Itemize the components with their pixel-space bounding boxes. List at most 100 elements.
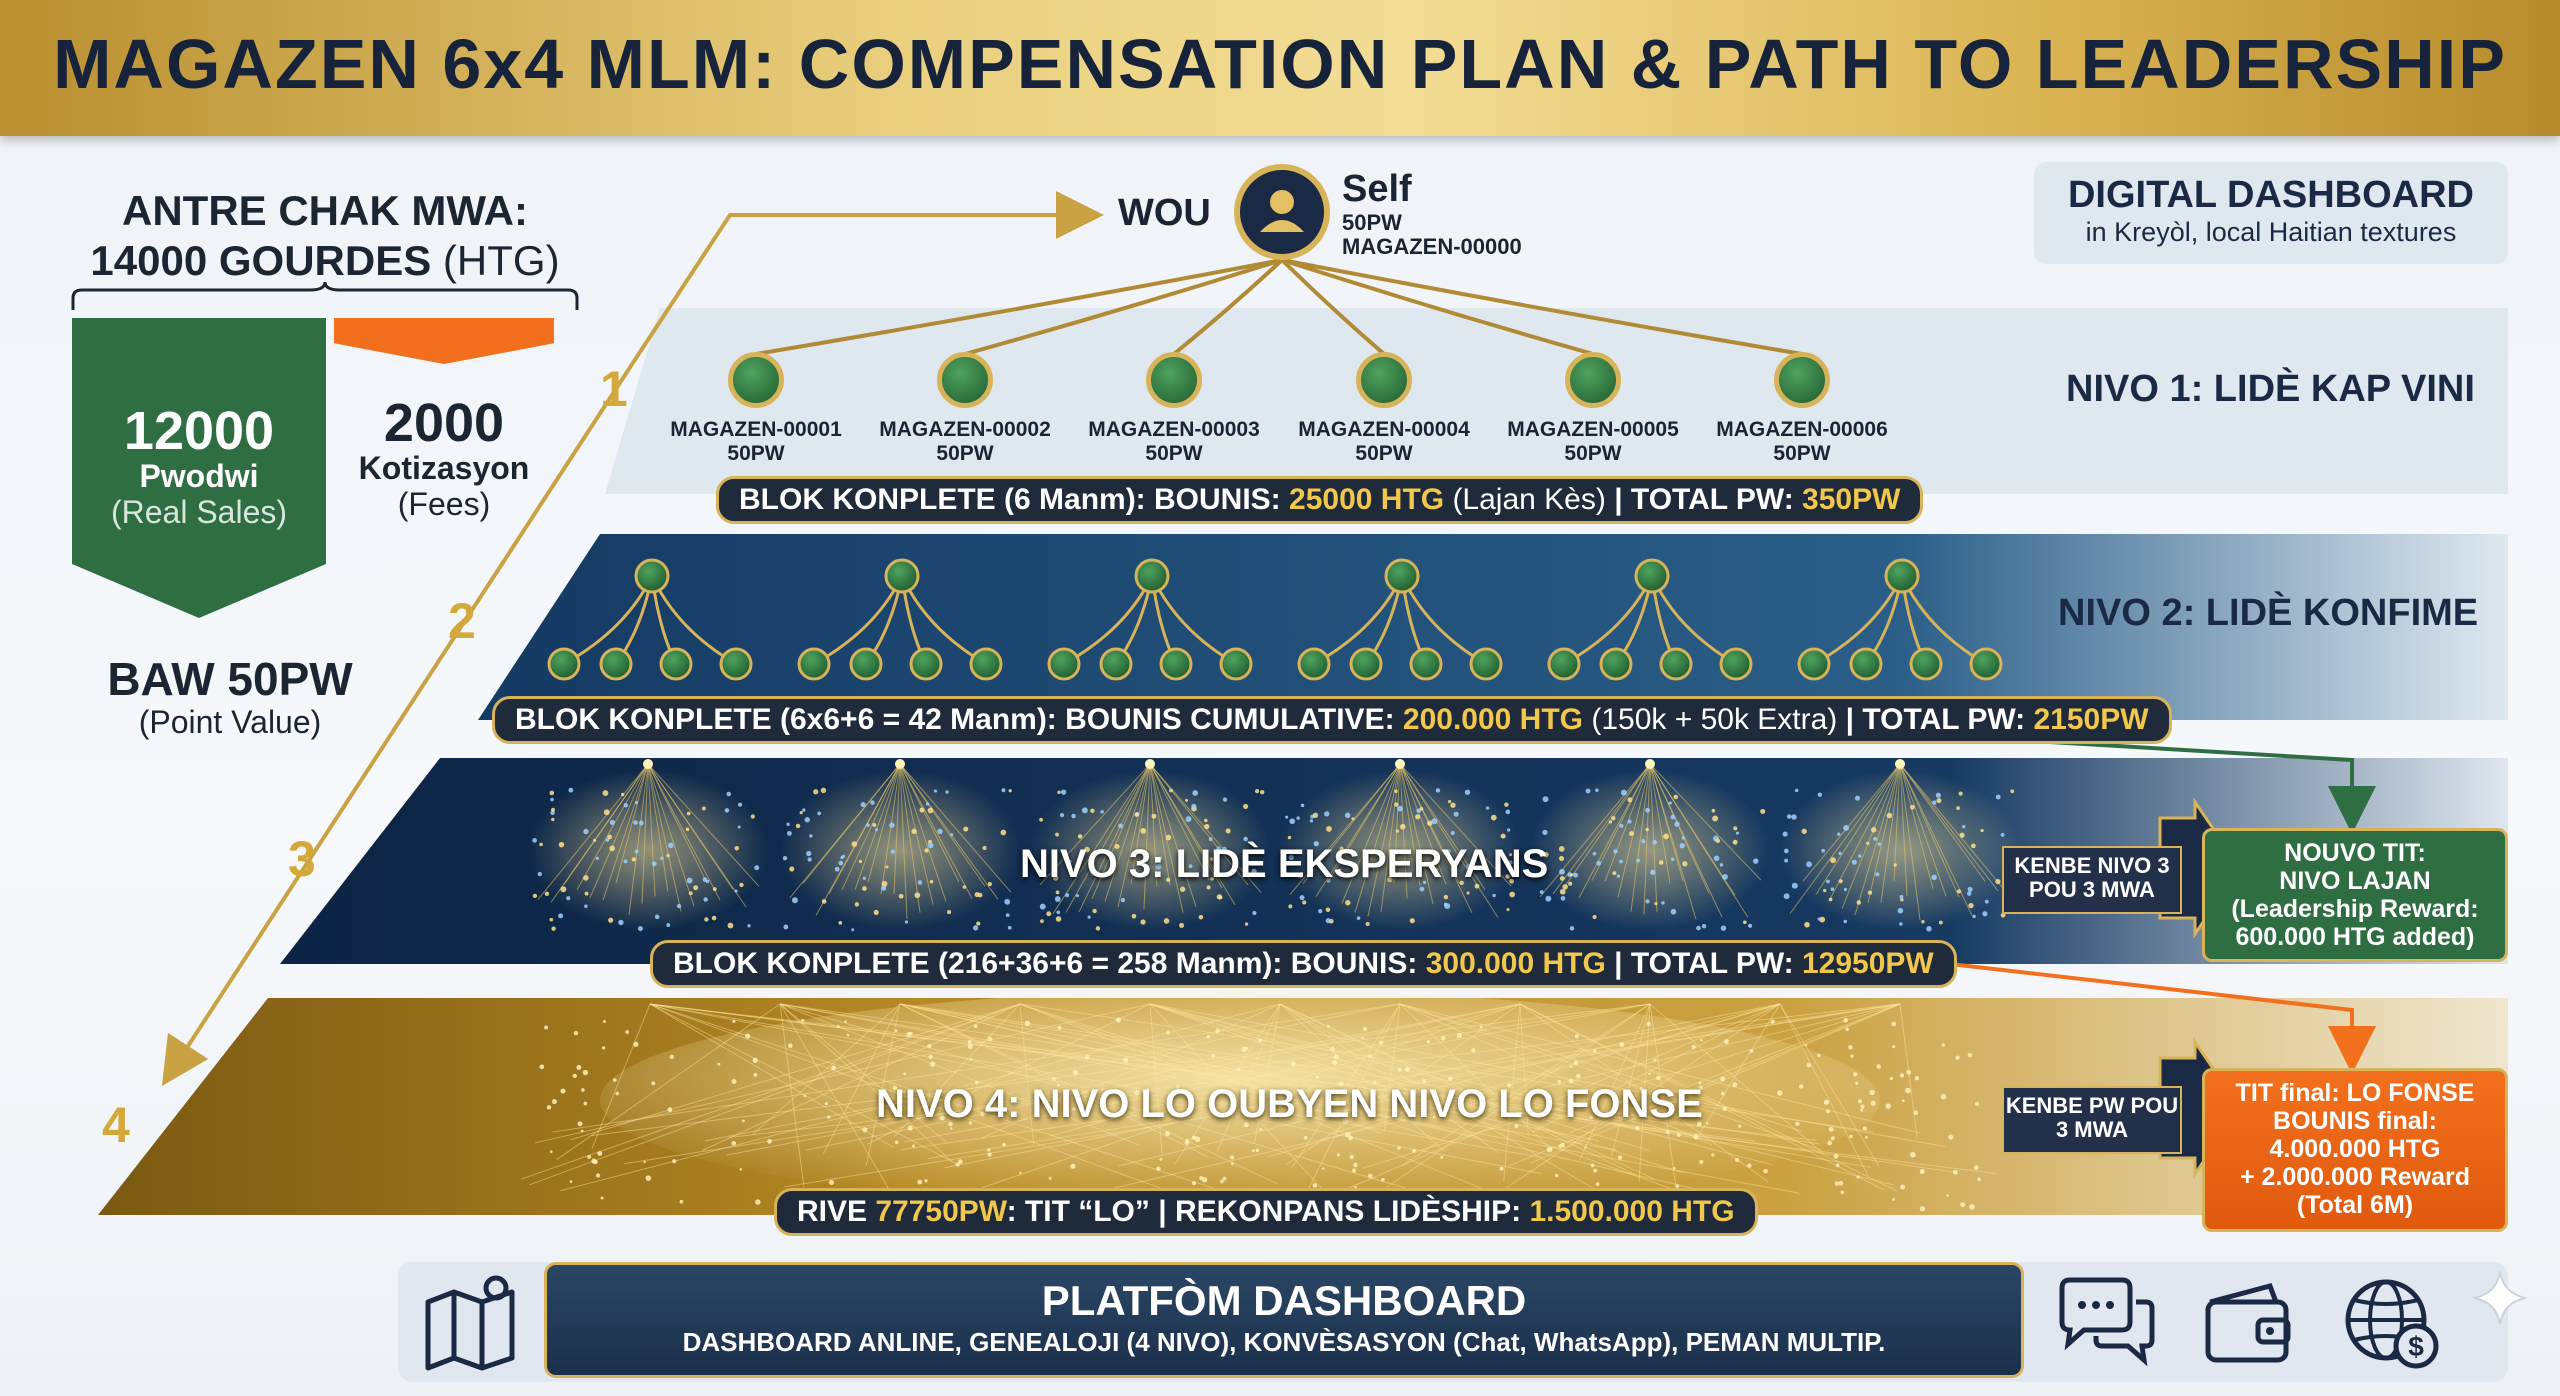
level3-spark bbox=[1059, 812, 1065, 818]
level4-strand bbox=[1268, 1003, 1781, 1158]
level3-spark bbox=[1252, 910, 1257, 916]
fees-note: (Fees) bbox=[397, 486, 491, 522]
level3-spark bbox=[1628, 831, 1634, 837]
level3-spark bbox=[870, 800, 875, 805]
level3-spark bbox=[1558, 846, 1565, 852]
wallet-icon[interactable] bbox=[2200, 1274, 2296, 1370]
level3-spark bbox=[933, 789, 938, 793]
level3-strand bbox=[1399, 763, 1473, 914]
level4-strand bbox=[1279, 1003, 1637, 1176]
level4-strand bbox=[779, 1003, 1800, 1194]
entry-bracket bbox=[71, 282, 579, 310]
level2-child-node bbox=[1469, 647, 1503, 681]
level4-spark bbox=[1648, 1072, 1651, 1076]
level3-spark bbox=[1313, 840, 1319, 847]
level4-spark bbox=[1479, 1025, 1483, 1029]
level3-spark bbox=[1559, 888, 1566, 895]
level4-spark bbox=[1850, 1054, 1854, 1058]
level4-strand bbox=[779, 1003, 1140, 1146]
level3-spark bbox=[1206, 885, 1211, 890]
level4-strand bbox=[1279, 1003, 1597, 1191]
level3-apex bbox=[1395, 759, 1405, 769]
level1-node-pw: 50PW bbox=[1773, 442, 1831, 465]
level3-strand bbox=[1899, 763, 1947, 897]
level2-child-node bbox=[1849, 647, 1883, 681]
level4-spark bbox=[1315, 1075, 1319, 1079]
level4-spark bbox=[1676, 1133, 1681, 1137]
level4-spark bbox=[1823, 1099, 1830, 1105]
level3-spark bbox=[1791, 814, 1797, 820]
level2-child-node bbox=[659, 647, 693, 681]
level4-strand bbox=[899, 1003, 1709, 1193]
level4-spark bbox=[613, 1078, 617, 1082]
level1-node-pw: 50PW bbox=[936, 442, 994, 465]
level3-spark bbox=[1830, 857, 1836, 864]
level3-spark bbox=[747, 924, 751, 928]
level3-spark bbox=[974, 892, 980, 898]
level4-spark bbox=[1024, 1020, 1031, 1026]
level4-spark bbox=[1870, 1100, 1876, 1106]
level3-spark bbox=[1837, 832, 1841, 836]
level1-node[interactable] bbox=[1774, 352, 1830, 408]
level4-reward: 1.500.000 HTG bbox=[1529, 1195, 1735, 1228]
platform-dashboard-panel[interactable]: PLATFÒM DASHBOARD DASHBOARD ANLINE, GENE… bbox=[544, 1262, 2024, 1378]
level3-strand bbox=[854, 763, 901, 890]
level4-label: NIVO 4: NIVO LO OUBYEN NIVO LO FONSE bbox=[876, 1082, 1703, 1126]
level3-spark bbox=[950, 833, 954, 837]
level3-spark bbox=[1508, 860, 1513, 865]
level4-spark bbox=[1855, 1081, 1859, 1085]
level3-spark bbox=[1509, 878, 1515, 884]
level4-strand bbox=[1695, 1003, 1781, 1140]
level3-spark bbox=[1838, 879, 1843, 884]
level4-strand bbox=[1049, 1003, 1521, 1137]
level4-strand bbox=[822, 1003, 901, 1155]
entry-cost-title: ANTRE CHAK MWA: 14000 GOURDES (HTG) bbox=[40, 186, 610, 286]
level3-strand bbox=[647, 763, 669, 892]
level4-strand bbox=[1149, 1003, 1675, 1191]
level3-spark bbox=[593, 838, 597, 842]
level3-spark bbox=[701, 806, 706, 811]
level3-spark bbox=[584, 904, 588, 909]
digital-dashboard-box: DIGITAL DASHBOARD in Kreyòl, local Haiti… bbox=[2034, 162, 2508, 264]
level1-node[interactable] bbox=[1356, 352, 1412, 408]
level3-strand bbox=[1899, 763, 2012, 899]
level3-strand bbox=[1399, 763, 1434, 905]
level3-strand bbox=[1399, 763, 1408, 899]
level3-spark bbox=[1474, 883, 1480, 889]
level3-spark bbox=[1843, 887, 1848, 892]
level3-strand bbox=[1854, 763, 1901, 916]
level3-spark bbox=[666, 853, 670, 858]
root-node[interactable] bbox=[1234, 164, 1330, 260]
level1-node[interactable] bbox=[1565, 352, 1621, 408]
level4-strand bbox=[1149, 1003, 1328, 1195]
reward4-line2: BOUNIS final: bbox=[2273, 1107, 2437, 1135]
entry-amount: 14000 GOURDES bbox=[90, 237, 432, 284]
level3-spark bbox=[872, 822, 877, 827]
globe-dollar-icon[interactable]: $ bbox=[2340, 1270, 2444, 1374]
level4-spark bbox=[669, 1054, 674, 1059]
level3-strand bbox=[1630, 763, 1651, 912]
level3-apex bbox=[1145, 759, 1155, 769]
level3-spark bbox=[754, 865, 760, 871]
level3-spark bbox=[862, 876, 867, 880]
level3-spark bbox=[1209, 857, 1214, 861]
level3-spark bbox=[1055, 916, 1062, 922]
level4-strand bbox=[1400, 1003, 1651, 1167]
level4-spark bbox=[1834, 1181, 1840, 1186]
level3-spark bbox=[1302, 900, 1307, 905]
level4-strand bbox=[1303, 1003, 1401, 1199]
level3-spark bbox=[873, 909, 879, 915]
level4-spark bbox=[1696, 1121, 1702, 1127]
level3-spark bbox=[1794, 788, 1799, 793]
map-icon[interactable] bbox=[420, 1272, 524, 1376]
level3-spark bbox=[1967, 886, 1973, 892]
level3-glow bbox=[1530, 770, 1770, 930]
level4-strand bbox=[726, 1003, 1521, 1156]
level3-spark bbox=[1001, 788, 1006, 793]
level1-node[interactable] bbox=[937, 352, 993, 408]
chat-icon[interactable] bbox=[2052, 1274, 2156, 1370]
level1-node[interactable] bbox=[1146, 352, 1202, 408]
level1-node[interactable] bbox=[728, 352, 784, 408]
